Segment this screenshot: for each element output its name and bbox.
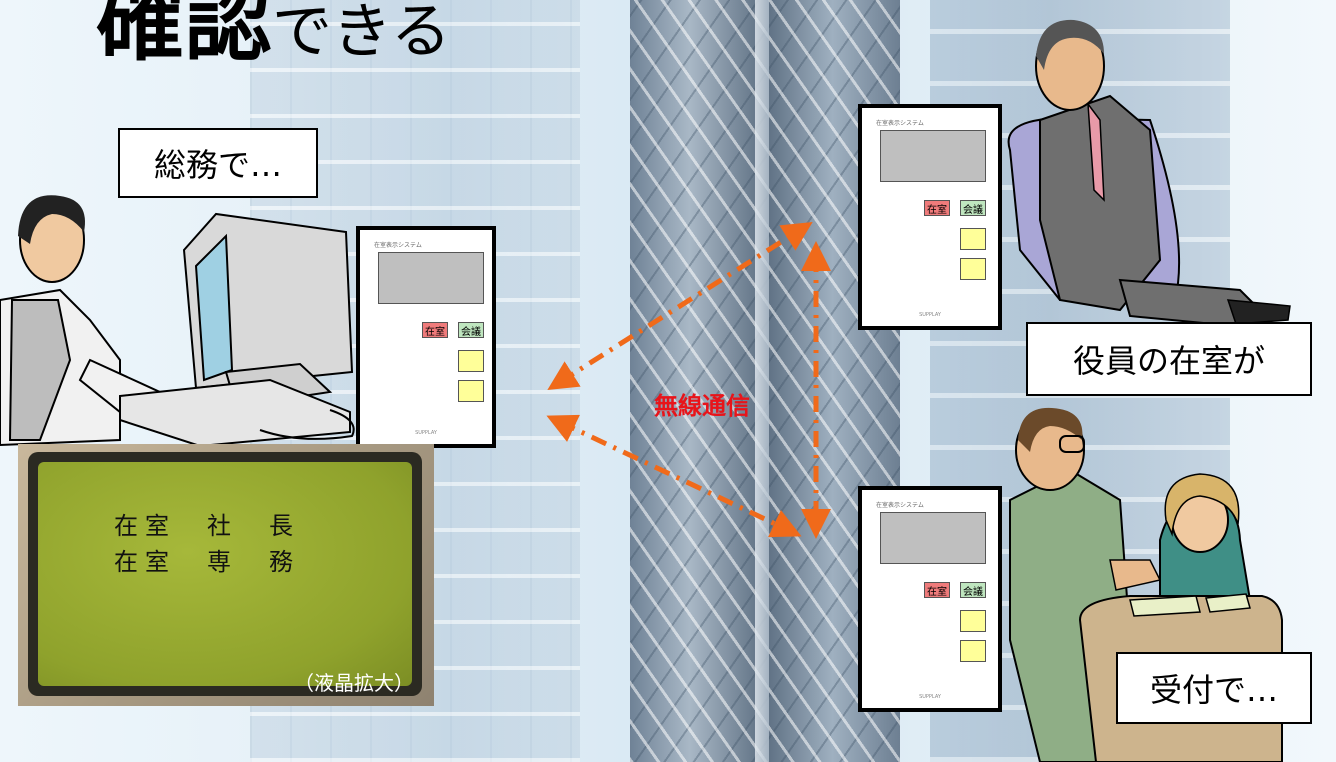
meeting-button[interactable]: 会議	[960, 200, 986, 216]
device-executive: 在室表示システム 在室 会議 SUPPLAY	[858, 104, 1002, 330]
device-screen	[880, 512, 986, 564]
indicator-button[interactable]	[458, 380, 484, 402]
arrow-left-to-executive	[547, 221, 813, 391]
indicator-button[interactable]	[960, 640, 986, 662]
present-button[interactable]: 在室	[924, 582, 950, 598]
device-title: 在室表示システム	[876, 120, 924, 127]
meeting-button[interactable]: 会議	[960, 582, 986, 598]
device-screen	[378, 252, 484, 304]
device-general-affairs: 在室表示システム 在室 会議 SUPPLAY	[356, 226, 496, 448]
callout-reception: 受付で…	[1116, 652, 1312, 724]
device-screen	[880, 130, 986, 182]
wireless-label: 無線通信	[654, 392, 750, 420]
heading-bold: 確認	[96, 0, 273, 73]
office-worker-illustration	[0, 195, 201, 447]
lcd-photo: 在室 社 長 在室 専 務 （液晶拡大）	[18, 444, 434, 706]
indicator-button[interactable]	[960, 228, 986, 250]
meeting-button[interactable]: 会議	[458, 322, 484, 338]
lcd-caption: （液晶拡大）	[294, 671, 414, 695]
callout-executive-presence: 役員の在室が	[1026, 322, 1312, 396]
indicator-button[interactable]	[960, 610, 986, 632]
computer-illustration	[119, 212, 355, 448]
device-footer: SUPPLAY	[919, 312, 941, 318]
device-title: 在室表示システム	[876, 502, 924, 509]
device-title: 在室表示システム	[374, 242, 422, 249]
indicator-button[interactable]	[960, 258, 986, 280]
device-footer: SUPPLAY	[919, 694, 941, 700]
present-button[interactable]: 在室	[924, 200, 950, 216]
lcd-frame: 在室 社 長 在室 専 務	[28, 452, 422, 696]
lcd-line-2: 在室 専 務	[114, 548, 300, 576]
arrow-left-to-reception	[546, 414, 802, 538]
device-footer: SUPPLAY	[415, 430, 437, 436]
callout-general-affairs: 総務で…	[118, 128, 318, 198]
lcd-screen: 在室 社 長 在室 専 務	[38, 462, 412, 686]
lcd-line-1: 在室 社 長	[114, 512, 300, 540]
present-button[interactable]: 在室	[422, 322, 448, 338]
heading-rest: できる	[272, 0, 451, 67]
heading: 確認できる	[96, 0, 451, 66]
device-reception: 在室表示システム 在室 会議 SUPPLAY	[858, 486, 1002, 712]
indicator-button[interactable]	[458, 350, 484, 372]
executive-illustration	[1007, 19, 1291, 380]
